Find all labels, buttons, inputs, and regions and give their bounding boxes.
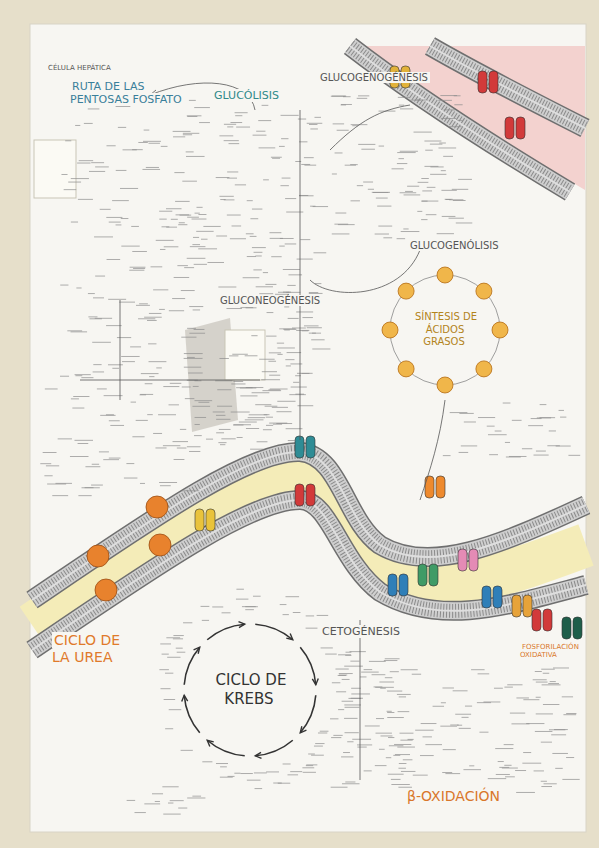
section-title: FOSFORILACIÓN OXIDATIVA xyxy=(520,643,586,660)
section-title-text: CICLO DE LA UREA xyxy=(52,632,120,665)
node-title: SÍNTESIS DE ÁCIDOS GRASOS xyxy=(413,310,477,348)
section-title-text: GLUCOGENOGÉNESIS xyxy=(318,72,430,83)
handwritten-formulas xyxy=(40,96,580,815)
section-title: β-OXIDACIÓN xyxy=(405,788,525,805)
section-title: RUTA DE LAS PENTOSAS FOSFATO xyxy=(70,80,198,106)
cycle-circle: CICLO DE KREBS xyxy=(175,615,325,765)
section-title-text: GLUCÓLISIS xyxy=(212,89,281,102)
membrane-proteins xyxy=(87,66,582,639)
node-title-block: SÍNTESIS DE ÁCIDOS GRASOS xyxy=(406,311,484,349)
section-title: GLUCONEOGÉNESIS xyxy=(218,295,318,307)
section-title: GLUCOGENOGÉNESIS xyxy=(318,72,428,84)
node-title-block: CICLO DE KREBS xyxy=(210,671,290,709)
sticky-note xyxy=(34,140,76,198)
section-title-text: CETOGÉNESIS xyxy=(320,625,402,638)
node-title: CICLO DE KREBS xyxy=(214,670,287,709)
section-title-text: β-OXIDACIÓN xyxy=(405,788,502,804)
synthesis-ring: SÍNTESIS DE ÁCIDOS GRASOS xyxy=(380,265,510,395)
section-title-text: GLUCOGENÓLISIS xyxy=(408,240,501,251)
outer-mitochondrial-membrane xyxy=(32,452,586,600)
section-title: GLUCÓLISIS xyxy=(212,89,302,102)
section-title-text: RUTA DE LAS PENTOSAS FOSFATO xyxy=(70,80,184,106)
section-title: CICLO DE LA UREA xyxy=(52,632,142,666)
section-title-text: FOSFORILACIÓN OXIDATIVA xyxy=(520,643,579,659)
sticky-note xyxy=(225,330,265,380)
pathway-arrows xyxy=(80,83,445,780)
section-title: CÉLULA HEPÁTICA xyxy=(46,64,156,72)
plasma-membrane xyxy=(430,46,585,128)
section-title-text: GLUCONEOGÉNESIS xyxy=(218,295,322,306)
section-title-text: CÉLULA HEPÁTICA xyxy=(46,64,113,72)
inner-mitochondrial-membrane xyxy=(32,500,586,650)
section-title: CETOGÉNESIS xyxy=(320,625,420,638)
paper-sheet xyxy=(30,24,586,832)
section-title: GLUCOGENÓLISIS xyxy=(408,240,508,252)
